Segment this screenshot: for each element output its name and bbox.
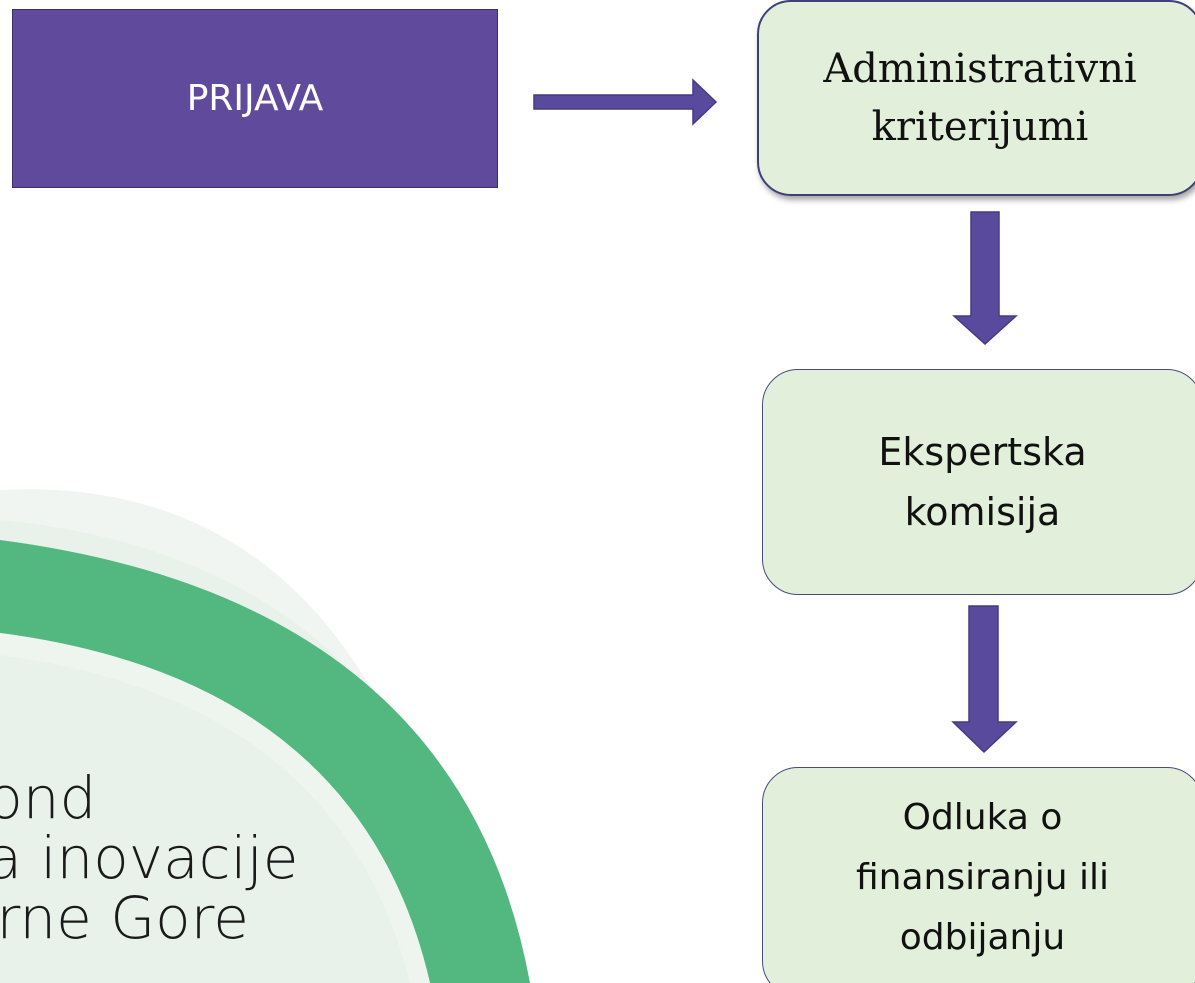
fund-title-line-2: za inovacije bbox=[0, 824, 299, 892]
step-label-funding-decision: Odluka o finansiranju ili odbijanju bbox=[855, 797, 1110, 958]
arrow-down-icon-2 bbox=[951, 605, 1018, 754]
arrow-right-icon bbox=[533, 78, 718, 126]
arrow-down-icon-1 bbox=[952, 211, 1018, 346]
green-arc bbox=[0, 540, 530, 983]
step-label-administrative-criteria: Administrativni kriterijumi bbox=[823, 46, 1137, 150]
start-box-label: PRIJAVA bbox=[186, 78, 324, 119]
inner-shadow-arc bbox=[0, 633, 430, 983]
step-box-expert-committee: Ekspertska komisija bbox=[762, 369, 1195, 595]
step-box-administrative-criteria: Administrativni kriterijumi bbox=[757, 0, 1195, 196]
start-box-prijava: PRIJAVA bbox=[12, 9, 498, 188]
step-box-funding-decision: Odluka o finansiranju ili odbijanju bbox=[762, 767, 1195, 983]
step-label-expert-committee: Ekspertska komisija bbox=[878, 430, 1087, 534]
fund-title: Fond za inovacije Crne Gore bbox=[0, 768, 298, 948]
fund-title-line-1: Fond bbox=[0, 764, 97, 832]
fund-title-line-3: Crne Gore bbox=[0, 884, 249, 952]
